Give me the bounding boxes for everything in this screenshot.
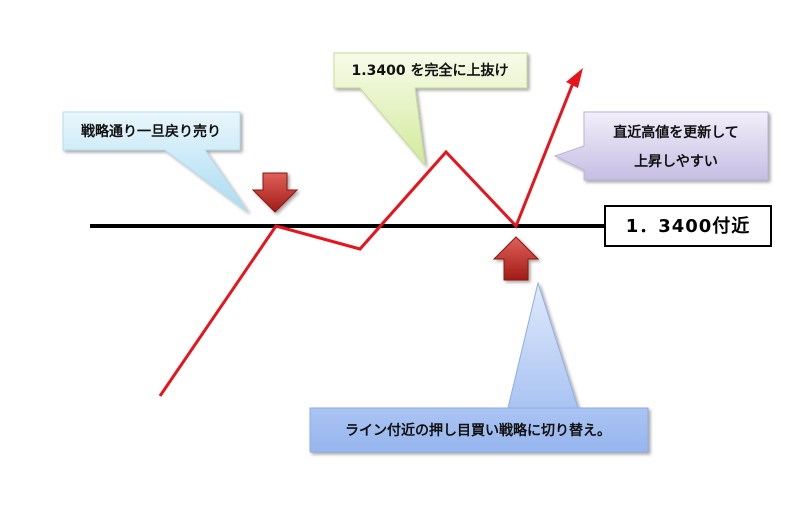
price-line-arrowhead [566, 68, 583, 88]
down-arrow-icon [251, 172, 299, 213]
level-label-text: 1．3400付近 [626, 215, 751, 237]
callout-buy-switch [309, 281, 649, 453]
callout-new-high-line2: 上昇しやすい [634, 154, 718, 170]
level-label-box [604, 205, 772, 247]
up-arrow-icon [492, 236, 540, 281]
callout-breakout [333, 52, 528, 167]
callout-pullback-sell [62, 111, 249, 213]
callout-buy-switch-text: ライン付近の押し目買い戦略に切り替え。 [345, 422, 611, 439]
callout-new-high [553, 111, 769, 181]
price-line [158, 77, 577, 397]
callout-pullback-sell-text: 戦略通り一旦戻り売り [81, 123, 221, 140]
callout-breakout-text: 1.3400 を完全に上抜け [352, 62, 509, 79]
callout-new-high-line1: 直近高値を更新して [613, 124, 739, 141]
